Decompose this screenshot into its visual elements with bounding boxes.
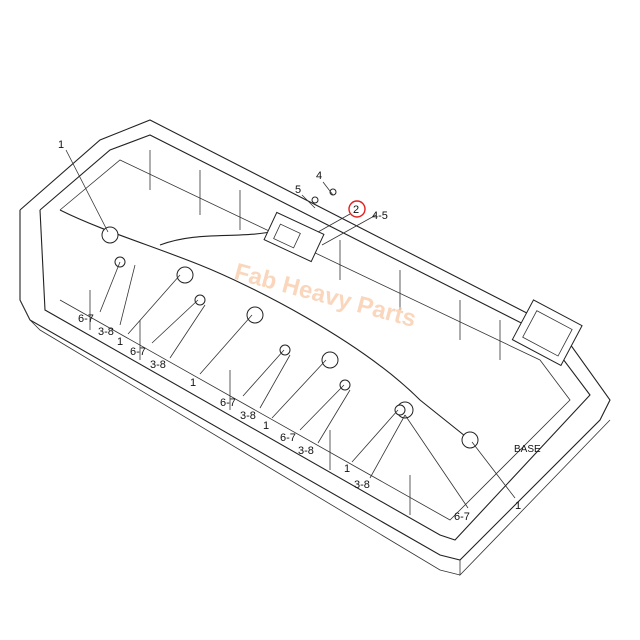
callout-6-7: 6-7: [78, 313, 94, 325]
callout-1: 1: [117, 336, 123, 348]
callout-6-7: 6-7: [280, 432, 296, 444]
callout-2: 2: [353, 204, 359, 216]
callout-5: 5: [295, 184, 301, 196]
injector-connectors: [101, 188, 479, 449]
callout-4: 4: [316, 170, 322, 182]
callout-3-8: 3-8: [150, 359, 166, 371]
oil-pan-outline: [19, 119, 611, 576]
leader-lines: [65, 149, 516, 509]
callout-6-7: 6-7: [454, 511, 470, 523]
callout-3-8: 3-8: [98, 326, 114, 338]
callout-1: 1: [344, 463, 350, 475]
base-label: BASE: [514, 444, 541, 455]
callout-6-7: 6-7: [220, 397, 236, 409]
callout-1: 1: [190, 377, 196, 389]
callout-3-8: 3-8: [354, 479, 370, 491]
callout-6-7: 6-7: [130, 346, 146, 358]
callout-3-8: 3-8: [240, 410, 256, 422]
callout-1: 1: [515, 500, 521, 512]
callout-1: 1: [263, 420, 269, 432]
callout-3-8: 3-8: [298, 445, 314, 457]
callout-1: 1: [58, 139, 64, 151]
callout-labels: 1 5 4 2 4-5 6-7 3-8 1 6-7 3-8 1 6-7 3-8 …: [58, 139, 541, 523]
callout-4-5: 4-5: [372, 210, 388, 222]
highlight-circle: [348, 200, 366, 218]
